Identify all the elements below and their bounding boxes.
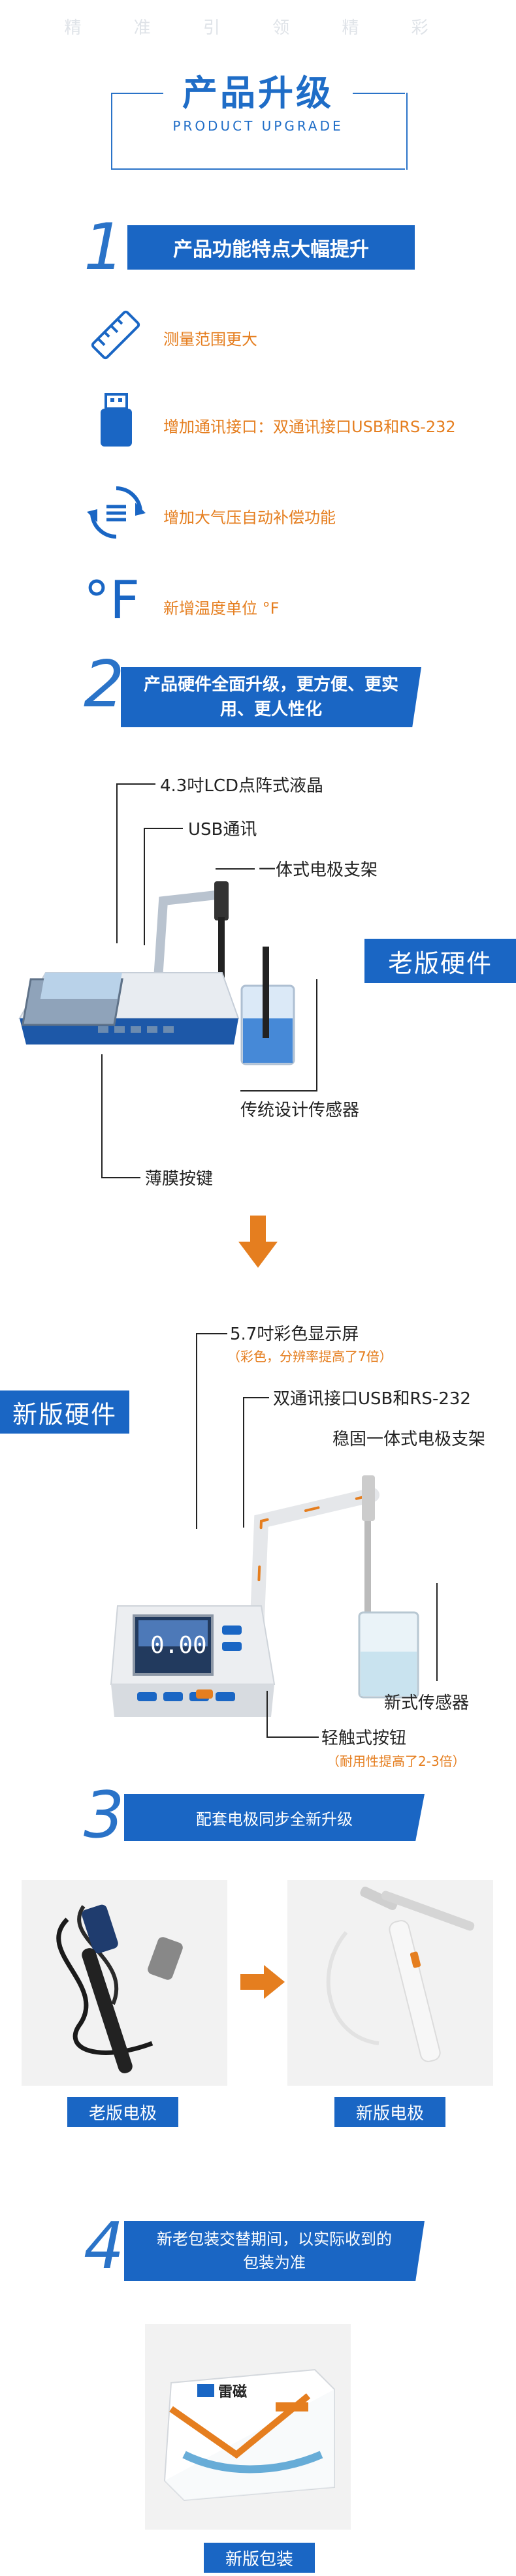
label-new-keys: 轻触式按钮 bbox=[321, 1729, 407, 1748]
label-keys: 薄膜按键 bbox=[145, 1169, 214, 1189]
refresh-icon bbox=[87, 483, 146, 542]
section-heading: 产品功能特点大幅提升 bbox=[127, 225, 415, 270]
frame-line bbox=[111, 93, 163, 94]
label-usb: USB通讯 bbox=[188, 820, 257, 840]
new-package-photo: 雷磁 bbox=[145, 2324, 351, 2530]
leader-line bbox=[101, 1054, 103, 1178]
ruler-icon bbox=[86, 306, 145, 364]
label-screen: 5.7吋彩色显示屏 bbox=[230, 1325, 359, 1344]
leader-line bbox=[243, 1397, 269, 1398]
new-meter-illustration bbox=[98, 1449, 438, 1756]
leader-line bbox=[116, 783, 155, 785]
old-electrode-caption: 老版电极 bbox=[67, 2097, 178, 2127]
section-heading: 产品硬件全面升级，更方便、更实用、更人性化 bbox=[121, 667, 421, 727]
new-electrode-photo bbox=[287, 1880, 493, 2086]
old-meter-illustration bbox=[7, 783, 359, 1110]
feature-text: 新增温度单位 °F bbox=[163, 599, 280, 618]
leader-line bbox=[316, 979, 317, 1090]
label-stand: 一体式电极支架 bbox=[259, 860, 378, 880]
package-brand: 雷磁 bbox=[218, 2384, 248, 2400]
new-package-caption: 新版包装 bbox=[204, 2543, 315, 2573]
frame-line bbox=[353, 93, 405, 94]
new-electrode-caption: 新版电极 bbox=[334, 2097, 445, 2127]
leader-line bbox=[436, 1583, 438, 1681]
leader-line bbox=[144, 828, 183, 829]
frame-line bbox=[111, 168, 405, 170]
leader-line bbox=[144, 828, 145, 945]
leader-line bbox=[243, 1397, 244, 1528]
label-lcd: 4.3吋LCD点阵式液晶 bbox=[160, 776, 324, 796]
leader-line bbox=[196, 1333, 197, 1529]
label-new-sensor: 新式传感器 bbox=[384, 1693, 470, 1713]
old-hardware-tag: 老版硬件 bbox=[364, 939, 516, 983]
leader-line bbox=[266, 1691, 268, 1736]
section-heading: 新老包装交替期间，以实际收到的包装为准 bbox=[124, 2221, 425, 2281]
feature-text: 增加大气压自动补偿功能 bbox=[163, 509, 336, 527]
page-subtitle: PRODUCT UPGRADE bbox=[172, 118, 344, 134]
leader-line bbox=[101, 1177, 140, 1178]
section-heading: 配套电极同步全新升级 bbox=[124, 1794, 425, 1841]
screen-reading: 0.00 bbox=[150, 1632, 207, 1659]
label-sensor: 传统设计传感器 bbox=[240, 1101, 360, 1120]
section-number: 2 bbox=[84, 648, 125, 722]
arrow-right-icon bbox=[240, 1965, 285, 2002]
leader-line bbox=[196, 1333, 227, 1334]
label-ports: 双通讯接口USB和RS-232 bbox=[273, 1389, 471, 1409]
usb-icon bbox=[97, 392, 136, 450]
label-keys-note: （耐用性提高了2-3倍） bbox=[327, 1753, 466, 1769]
title-frame bbox=[111, 93, 408, 170]
fahrenheit-icon: °F bbox=[84, 570, 140, 631]
leader-line bbox=[116, 783, 118, 943]
section-number: 1 bbox=[84, 210, 125, 285]
feature-text: 增加通讯接口：双通讯接口USB和RS-232 bbox=[163, 418, 456, 436]
leader-line bbox=[216, 868, 255, 870]
old-electrode-photo bbox=[22, 1880, 227, 2086]
new-hardware-tag: 新版硬件 bbox=[0, 1390, 129, 1434]
leader-line bbox=[266, 1736, 319, 1738]
page-title: 产品升级 bbox=[182, 72, 334, 114]
arrow-down-icon bbox=[238, 1216, 278, 1270]
label-new-stand: 稳固一体式电极支架 bbox=[332, 1430, 485, 1449]
feature-text: 测量范围更大 bbox=[163, 330, 257, 349]
tagline: 精 准 引 领 精 彩 bbox=[64, 18, 452, 38]
section-number: 3 bbox=[84, 1778, 125, 1853]
leader-line bbox=[240, 1090, 317, 1092]
section-number: 4 bbox=[84, 2209, 125, 2284]
label-screen-note: （彩色，分辨率提高了7倍） bbox=[227, 1349, 393, 1364]
